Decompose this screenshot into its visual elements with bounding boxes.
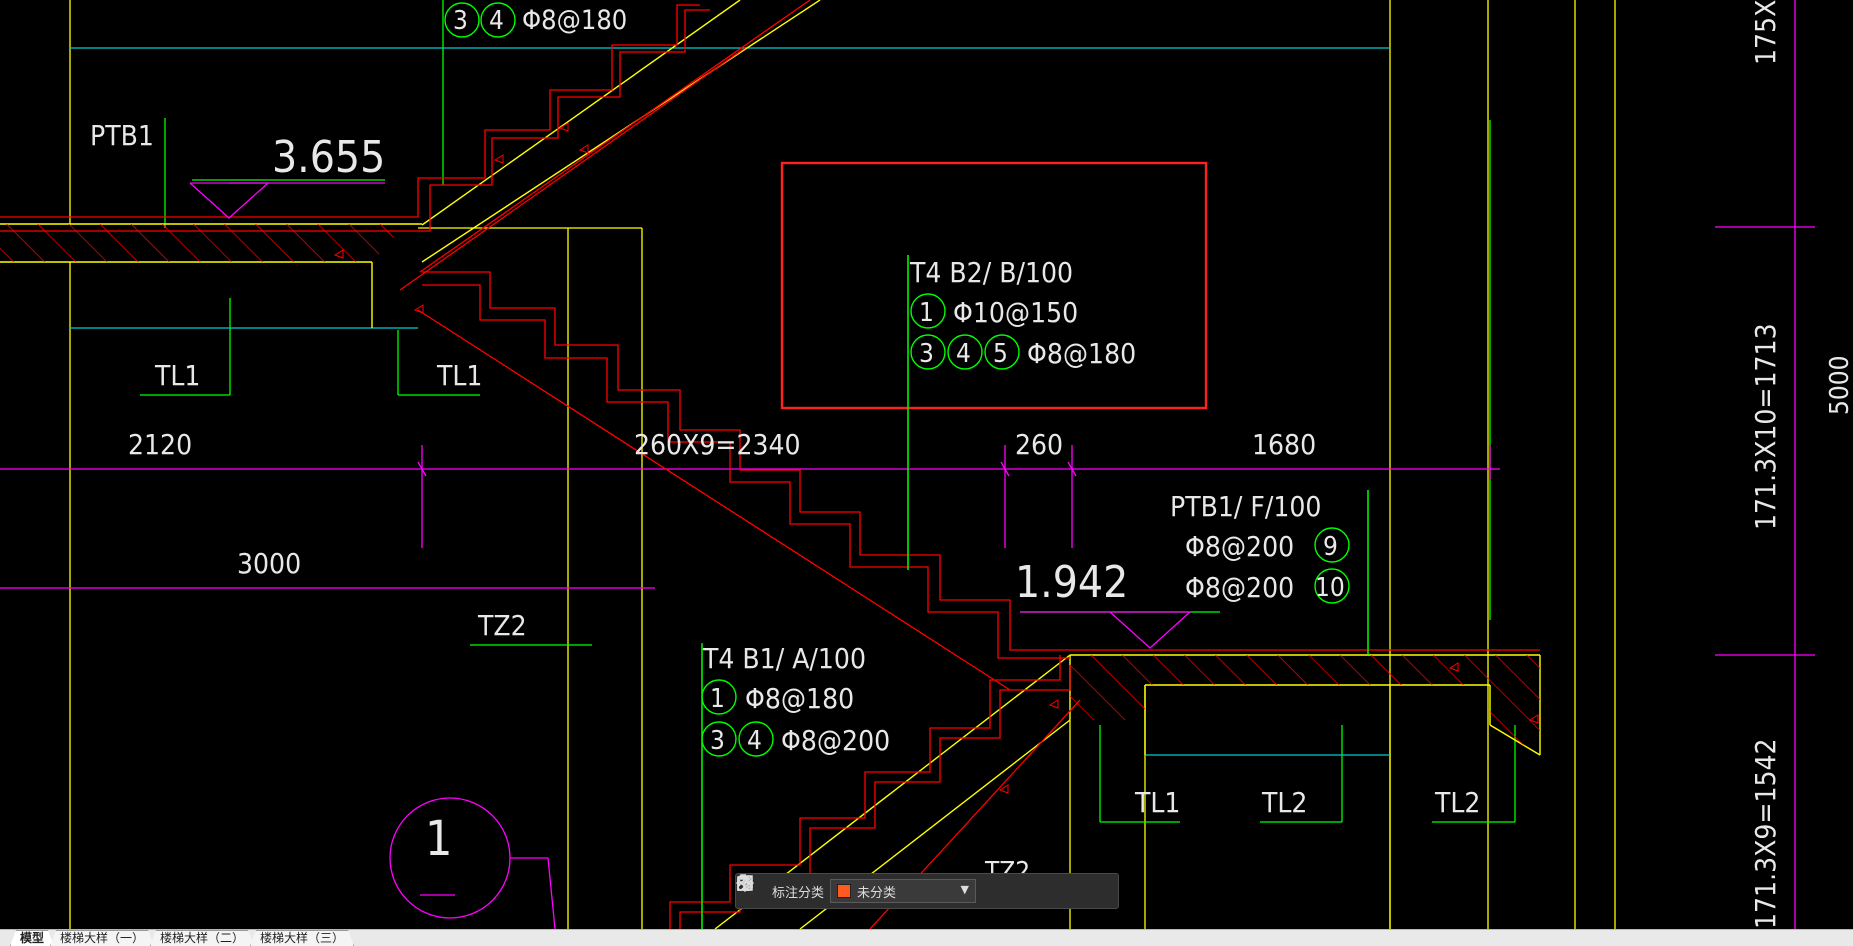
dimension-lines xyxy=(0,0,1815,929)
vertical-dim-mid: 171.3X10=1713 xyxy=(1749,323,1782,530)
chevron-down-icon: ▼ xyxy=(960,883,970,896)
tab-stair-detail-3[interactable]: 楼梯大样（三） xyxy=(250,930,354,946)
stair-outlines xyxy=(0,0,1540,929)
category-select[interactable]: 未分类 ▼ xyxy=(830,879,977,903)
annotation-toolbar: 标注分类 未分类 ▼ xyxy=(735,873,1119,909)
elevation-1942: 1.942 xyxy=(1015,557,1128,608)
ptb1f-title: PTB1/ F/100 xyxy=(1170,490,1321,523)
tl2-label-a: TL2 xyxy=(1261,786,1307,819)
copy-icon[interactable] xyxy=(737,875,1064,904)
bar-mark-circles xyxy=(444,2,1350,757)
t4b2-mark-5: 5 xyxy=(993,339,1008,369)
selection-rect[interactable] xyxy=(780,161,1208,410)
category-color-swatch xyxy=(837,884,852,898)
top-mark-4: 4 xyxy=(489,6,504,36)
tab-stair-detail-2[interactable]: 楼梯大样（二） xyxy=(150,930,254,946)
elevation-3655: 3.655 xyxy=(272,132,385,183)
t4b2-mark-3: 3 xyxy=(919,339,934,369)
t4b2-title: T4 B2/ B/100 xyxy=(909,256,1073,289)
top-rebar-label: Φ8@180 xyxy=(522,5,627,36)
t4b2-rebar-1: Φ10@150 xyxy=(953,296,1078,329)
ptb1f-rebar-1: Φ8@200 xyxy=(1185,530,1294,563)
slab-outlines xyxy=(0,0,1541,929)
tl1-label-b: TL1 xyxy=(436,359,482,392)
dim-260: 260 xyxy=(1015,428,1063,461)
tz2-label: TZ2 xyxy=(477,609,527,642)
dim-2120: 2120 xyxy=(128,428,192,461)
dim-3000: 3000 xyxy=(237,547,301,580)
tl2-label-b: TL2 xyxy=(1434,786,1480,819)
cyan-lines xyxy=(70,47,1390,756)
annotation-category-label: 标注分类 xyxy=(772,885,825,901)
t4b1-title: T4 B1/ A/100 xyxy=(702,642,866,675)
tl1-label-a: TL1 xyxy=(154,359,200,392)
t4b1-mark-3: 3 xyxy=(710,726,725,756)
ptb1f-mark-9: 9 xyxy=(1323,532,1338,562)
rebar-ticks xyxy=(333,122,1539,794)
t4b2-mark-4: 4 xyxy=(956,339,971,369)
layout-tab-bar: 模型 楼梯大样（一） 楼梯大样（二） 楼梯大样（三） xyxy=(0,929,1853,946)
hatched-slabs xyxy=(0,224,1540,755)
tl1-label-c: TL1 xyxy=(1134,786,1180,819)
vertical-dim-top: 175X1 xyxy=(1749,0,1782,65)
t4b2-rebar-2: Φ8@180 xyxy=(1027,337,1136,370)
drawing-labels: 3 4 Φ8@180 PTB1 3.655 TL1 TL1 2120 260X9… xyxy=(90,0,1853,929)
move-icon[interactable] xyxy=(736,874,1038,904)
ptb1f-mark-10: 10 xyxy=(1315,573,1345,603)
category-select-value: 未分类 xyxy=(857,885,897,901)
vertical-dim-bottom: 171.3X9=1542 xyxy=(1749,738,1782,929)
t4b1-mark-4: 4 xyxy=(747,726,762,756)
tab-model[interactable]: 模型 xyxy=(10,930,54,946)
elevation-markers xyxy=(189,182,1192,649)
vertical-dim-edge: 5000 xyxy=(1825,355,1853,415)
tab-stair-detail-1[interactable]: 楼梯大样（一） xyxy=(50,930,154,946)
t4b1-rebar-2: Φ8@200 xyxy=(781,724,890,757)
t4b2-mark-1: 1 xyxy=(919,298,934,328)
t4b1-mark-1: 1 xyxy=(710,684,725,714)
t4b1-rebar-1: Φ8@180 xyxy=(745,682,854,715)
top-mark-3: 3 xyxy=(453,6,468,36)
dim-1680: 1680 xyxy=(1252,428,1316,461)
ptb1f-rebar-2: Φ8@200 xyxy=(1185,571,1294,604)
dim-steps-upper: 260X9=2340 xyxy=(634,428,801,461)
ptb1-label: PTB1 xyxy=(90,119,154,152)
paste-icon[interactable] xyxy=(737,874,1090,904)
detail-number: 1 xyxy=(425,811,452,867)
edit-icon[interactable] xyxy=(737,875,1012,904)
